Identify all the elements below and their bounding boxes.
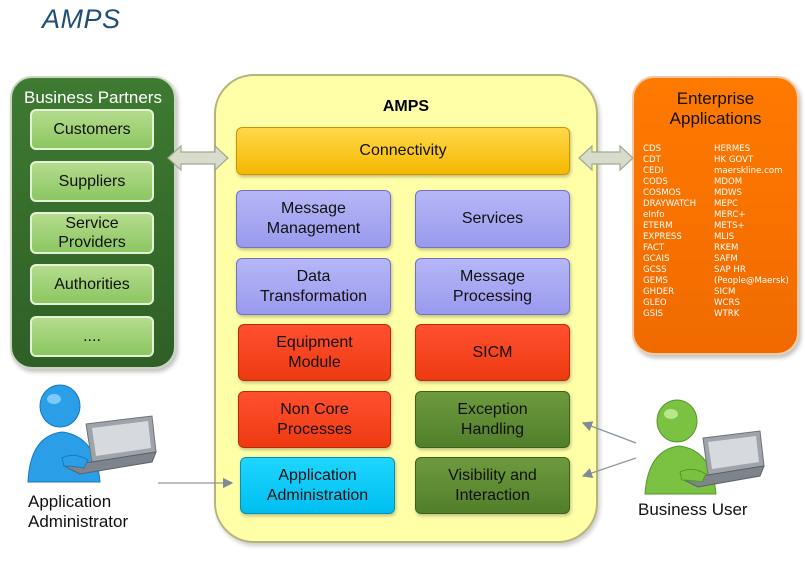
connectivity-box: Connectivity [236,127,570,175]
visibility-interaction-box: Visibility and Interaction [415,457,570,514]
enterprise-app: MDOM [714,177,743,187]
enterprise-list-col2: HERMES HK GOVT maerskline.com MDOM MDWS … [714,144,798,320]
partner-suppliers: Suppliers [30,161,154,202]
enterprise-app: (People@Maersk) [714,276,789,286]
data-transformation-box: Data Transformation [236,258,391,315]
enterprise-app: MERC+ [714,210,746,220]
enterprise-app: SICM [714,287,736,297]
services-box: Services [415,190,570,248]
double-arrow-left [167,144,229,172]
enterprise-app: MLIS [714,232,735,242]
admin-person-icon [27,384,157,483]
enterprise-app: CDS [643,144,662,154]
enterprise-app: MEPC [714,199,739,209]
enterprise-list-col1: CDS CDT CEDI CODS COSMOS DRAYWATCH eInfo… [643,144,713,320]
enterprise-app: CDT [643,155,661,165]
equipment-module-box: Equipment Module [238,324,391,381]
enterprise-app: GLEO [643,298,667,308]
enterprise-app: CODS [643,177,668,187]
enterprise-app: GCAIS [643,254,670,264]
message-management-box: Message Management [236,190,391,248]
enterprise-app: EXPRESS [643,232,682,242]
enterprise-app: MDWS [714,188,742,198]
non-core-processes-box: Non Core Processes [238,391,391,448]
user-arrow-exception [581,421,637,444]
enterprise-app: HK GOVT [714,155,754,165]
enterprise-app: WTRK [714,309,740,319]
enterprise-app: maerskline.com [714,166,783,176]
enterprise-app: RKEM [714,243,739,253]
amps-panel-title: AMPS [382,98,430,115]
partner-more: .... [30,316,154,357]
partner-customers: Customers [30,109,154,150]
business-user-person-icon [644,399,765,495]
enterprise-app: eInfo [643,210,665,220]
enterprise-app: GCSS [643,265,667,275]
enterprise-applications-panel [632,76,799,355]
enterprise-app: GHDER [643,287,675,297]
business-partners-title: Business Partners [24,88,162,107]
enterprise-app: CEDI [643,166,664,176]
enterprise-app: GSIS [643,309,664,319]
enterprise-app: DRAYWATCH [643,199,697,209]
application-administration-box: Application Administration [240,457,395,514]
application-administrator-label: Application Administrator [28,492,129,531]
enterprise-app: WCRS [714,298,740,308]
partner-authorities: Authorities [30,264,154,305]
enterprise-app: COSMOS [643,188,681,198]
message-processing-box: Message Processing [415,258,570,315]
enterprise-app: SAP HR [714,265,746,275]
enterprise-app: GEMS [643,276,668,286]
user-arrow-visibility [581,457,637,478]
sicm-box: SICM [415,324,570,381]
exception-handling-box: Exception Handling [415,391,570,448]
enterprise-app: HERMES [714,144,751,154]
business-user-label: Business User [638,500,748,519]
enterprise-app: SAFM [714,254,738,264]
enterprise-app: ETERM [643,221,673,231]
enterprise-app: METS+ [714,221,745,231]
partner-service-providers: Service Providers [30,212,154,254]
enterprise-applications-title: Enterprise Applications [669,89,762,128]
double-arrow-right [578,144,634,172]
diagram-title: AMPS [42,4,121,34]
enterprise-app: FACT [643,243,665,253]
